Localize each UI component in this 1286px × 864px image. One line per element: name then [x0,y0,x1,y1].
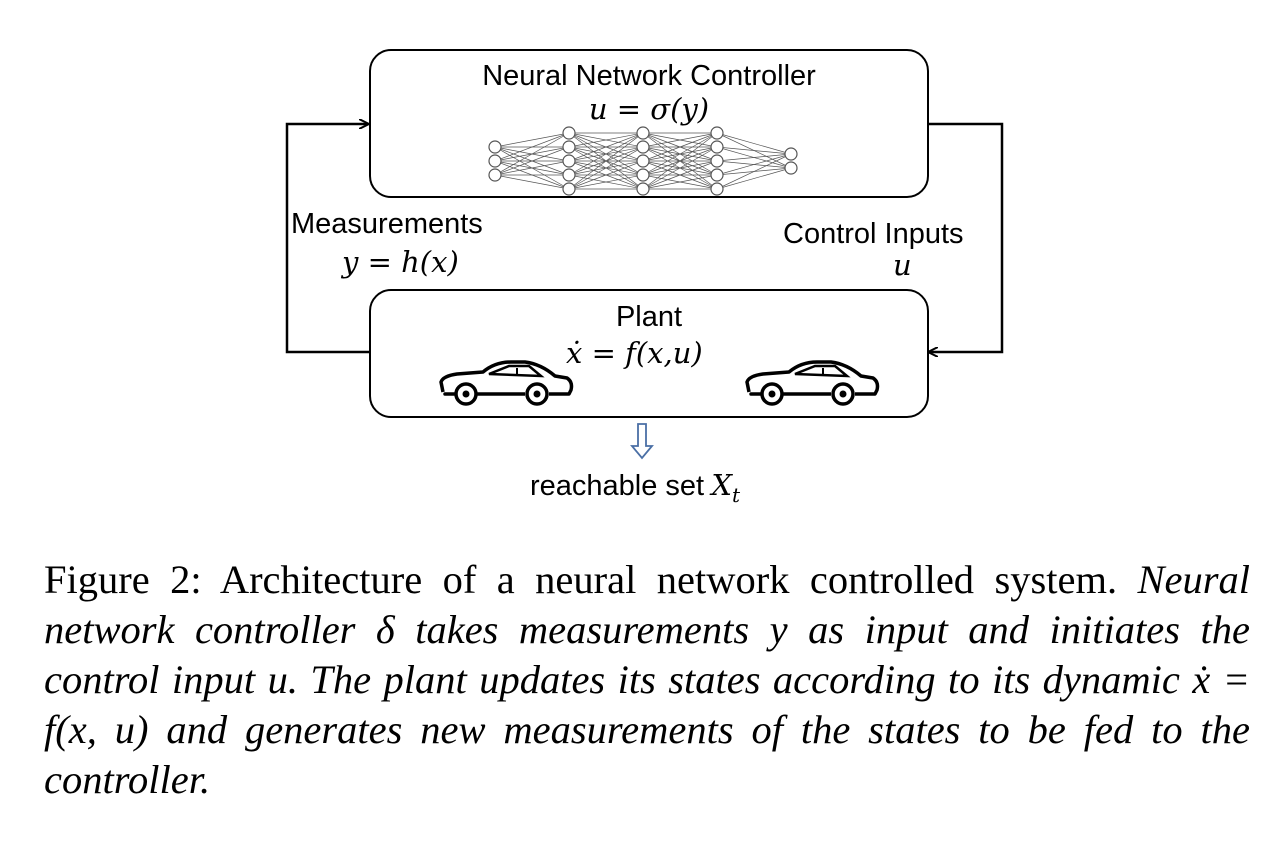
network-node [488,154,502,168]
caption-body: Neural network controller δ takes measur… [44,557,1250,802]
neural-network-icon [488,126,798,196]
network-node [488,140,502,154]
network-node [710,168,724,182]
reachable-set-label: reachable set Xt [530,468,740,507]
plant-title: Plant [615,301,683,333]
controller-title: Neural Network Controller [482,60,816,92]
network-node [562,140,576,154]
network-node [710,182,724,196]
network-node [636,126,650,140]
network-node [562,168,576,182]
control-inputs-arrow [927,122,1004,352]
network-node [636,168,650,182]
network-node [710,126,724,140]
measurements-equation: y = h(x) [342,245,459,279]
network-node [636,182,650,196]
network-node [784,147,798,161]
network-node [710,154,724,168]
network-node [710,140,724,154]
reachable-set-subscript: t [732,482,741,507]
plant-equation: ẋ = f(x,u) [566,336,703,370]
control-inputs-label: Control Inputs [783,218,964,250]
figure-caption: Figure 2: Architecture of a neural netwo… [44,555,1250,805]
measurements-label: Measurements [291,208,483,240]
network-node [784,161,798,175]
measurements-arrow [285,124,370,354]
network-node [636,154,650,168]
reachable-set-symbol: X [711,468,733,502]
car-icon-left [439,360,574,406]
network-node [636,140,650,154]
control-inputs-equation: u [893,248,912,282]
network-node [562,182,576,196]
car-icon-right [745,360,880,406]
network-node [562,126,576,140]
reachable-set-text: reachable set [530,470,705,502]
network-node [562,154,576,168]
output-arrow [630,423,654,460]
network-node [488,168,502,182]
caption-lead: Figure 2: Architecture of a neural netwo… [44,557,1138,602]
controller-box [369,49,929,198]
controller-equation: u = σ(y) [588,92,710,126]
